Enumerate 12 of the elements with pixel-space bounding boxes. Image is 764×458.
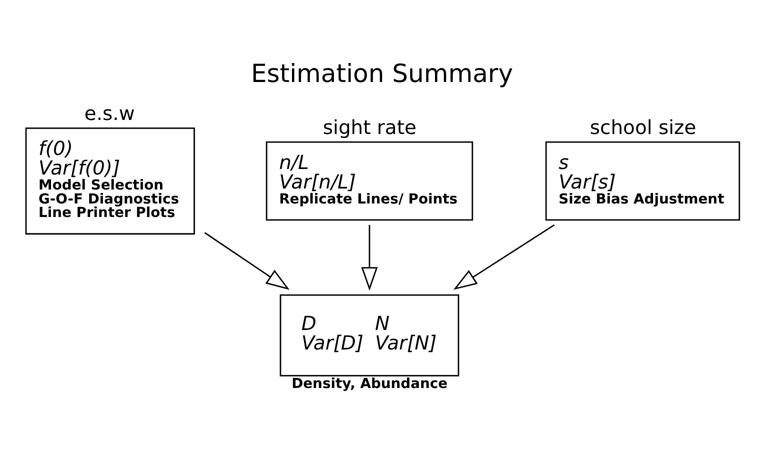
diagram-title: Estimation Summary [250, 59, 514, 88]
node-box: s Var[s] Size Bias Adjustment [545, 141, 740, 221]
node-label: Density, Abundance [292, 376, 448, 392]
node-box: D Var[D] N Var[N] [280, 294, 460, 376]
node-box: f(0) Var[f(0)] Model Selection G-O-F Diagnostics Line Printer Plots [25, 127, 195, 235]
node-label: school size [590, 116, 696, 140]
node-label: e.s.w [84, 102, 135, 126]
arrow [204, 232, 290, 290]
node-label: sight rate [322, 116, 416, 140]
arrow [361, 224, 378, 291]
arrow [453, 224, 555, 290]
node-box: n/L Var[n/L] Replicate Lines/ Points [266, 141, 474, 221]
